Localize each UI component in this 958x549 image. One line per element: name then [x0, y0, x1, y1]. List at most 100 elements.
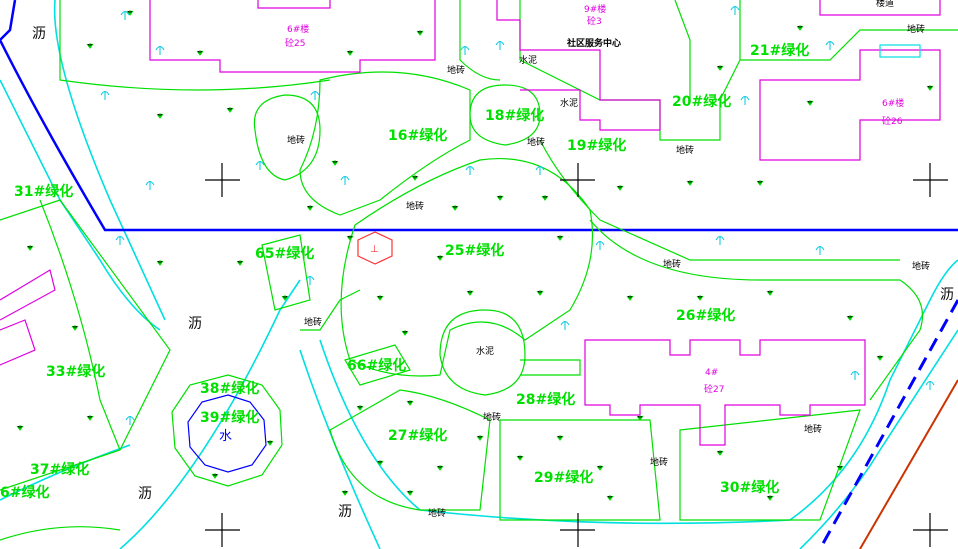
- building-6-top: [149, 0, 436, 73]
- greening-label: 30#绿化: [720, 479, 779, 496]
- grass-symbol: [836, 465, 844, 471]
- greening-label: 20#绿化: [672, 93, 731, 110]
- asphalt-label: 沥: [138, 486, 152, 502]
- brick-label: 地砖: [650, 456, 668, 468]
- community-center-label: 社区服务中心: [566, 37, 621, 49]
- plot-outline: [39, 199, 121, 451]
- building-floors: 砼3: [587, 15, 602, 27]
- plot-outline: [300, 289, 361, 331]
- building-4: [584, 339, 866, 446]
- grass-symbol: [716, 65, 724, 71]
- plot-outline: [59, 0, 331, 91]
- brick-label: 地砖: [428, 507, 446, 519]
- grass-symbol: [346, 235, 354, 241]
- grass-symbol: [686, 180, 694, 186]
- grass-symbol: [346, 50, 354, 56]
- brick-label: 地砖: [527, 136, 545, 148]
- grass-symbol: [401, 330, 409, 336]
- building-outline: [0, 319, 36, 366]
- plot-outline: [344, 344, 411, 386]
- grass-symbol: [926, 85, 934, 91]
- grass-symbol: [196, 50, 204, 56]
- grass-symbol: [331, 160, 339, 166]
- grass-symbol: [376, 295, 384, 301]
- grass-symbol: [71, 325, 79, 331]
- building-name: 6#楼: [882, 97, 904, 109]
- water-label: 水: [219, 429, 232, 444]
- greening-label: 37#绿化: [30, 461, 89, 478]
- fountain-marker: [357, 231, 393, 265]
- greening-label: 25#绿化: [445, 242, 504, 259]
- plot-outline: [340, 158, 594, 377]
- plot-outline: [740, 29, 958, 61]
- greening-label: 65#绿化: [255, 245, 314, 262]
- road-edge: [0, 444, 131, 501]
- tree-symbol: [740, 96, 750, 105]
- building-name: 9#楼: [584, 3, 606, 15]
- grass-symbol: [356, 405, 364, 411]
- grass-symbol: [266, 440, 274, 446]
- tree-symbol: [730, 6, 740, 15]
- grass-symbol: [541, 195, 549, 201]
- greening-label: 29#绿化: [534, 469, 593, 486]
- cement-label: 水泥: [560, 97, 578, 109]
- brick-label: 地砖: [804, 423, 822, 435]
- brick-label: 地砖: [406, 200, 424, 212]
- grass-symbol: [376, 460, 384, 466]
- brick-label: 地砖: [447, 64, 465, 76]
- grass-symbol: [16, 425, 24, 431]
- grass-symbol: [766, 495, 774, 501]
- plot-outline: [519, 0, 741, 141]
- asphalt-label: 沥: [940, 287, 954, 303]
- plot-outline: [499, 419, 661, 521]
- asphalt-label: 沥: [188, 316, 202, 332]
- vegetation-symbols: [16, 10, 934, 501]
- plot-outline: [589, 219, 924, 401]
- grass-symbol: [436, 255, 444, 261]
- grass-symbol: [476, 435, 484, 441]
- building-floors: 砼26: [882, 115, 903, 127]
- plot-outline: [469, 84, 541, 146]
- grass-symbol: [536, 290, 544, 296]
- grass-symbol: [226, 107, 234, 113]
- pond-water: [187, 394, 267, 473]
- brick-label: 地砖: [287, 134, 305, 146]
- grass-symbol: [436, 465, 444, 471]
- greening-label: 18#绿化: [485, 107, 544, 124]
- grass-symbol: [766, 290, 774, 296]
- tree-symbol: [115, 236, 125, 245]
- tree-symbol: [145, 181, 155, 190]
- plot-outline: [299, 71, 471, 216]
- grass-symbol: [26, 245, 34, 251]
- grass-symbol: [406, 490, 414, 496]
- grass-symbol: [496, 195, 504, 201]
- grass-symbol: [516, 455, 524, 461]
- grass-symbol: [156, 113, 164, 119]
- road-edge: [319, 259, 958, 525]
- grass-symbol: [696, 295, 704, 301]
- greening-label: 6#绿化: [0, 484, 49, 501]
- plot-outline: [0, 199, 171, 491]
- greening-label: 21#绿化: [750, 42, 809, 59]
- grass-symbol: [406, 400, 414, 406]
- cement-label: 水泥: [476, 345, 494, 357]
- asphalt-label: 沥: [338, 504, 352, 520]
- grass-symbol: [236, 260, 244, 266]
- road-edge: [0, 79, 161, 331]
- grass-symbol: [616, 185, 624, 191]
- grass-symbol: [156, 260, 164, 266]
- tree-symbol: [535, 166, 545, 175]
- grass-symbol: [846, 315, 854, 321]
- grass-symbol: [556, 235, 564, 241]
- tree-symbol: [815, 246, 825, 255]
- tree-symbol: [925, 381, 935, 390]
- greening-label: 38#绿化: [200, 380, 259, 397]
- tree-symbol: [305, 276, 315, 285]
- grass-symbol: [341, 490, 349, 496]
- asphalt-label: 沥: [32, 26, 46, 42]
- greening-label: 19#绿化: [567, 137, 626, 154]
- tree-symbol: [460, 46, 470, 55]
- building-outline: [257, 0, 331, 9]
- tree-symbol: [850, 371, 860, 380]
- grass-symbol: [411, 175, 419, 181]
